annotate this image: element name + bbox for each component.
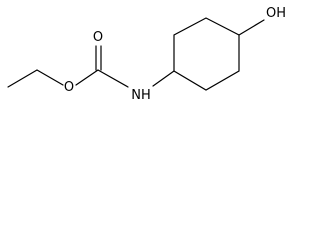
bond-carbonyl-nitrogen xyxy=(97,69,129,88)
bond-ester-oxygen-carbonyl xyxy=(75,69,99,86)
bond-nitrogen-ring xyxy=(152,70,175,87)
bond-ring-hydroxyl xyxy=(238,19,265,36)
ester-oxygen-label: O xyxy=(64,80,74,95)
skeletal-structure: O O NH OH xyxy=(7,6,286,103)
amine-nh-label: NH xyxy=(131,88,151,103)
hydroxyl-label: OH xyxy=(266,6,286,21)
bond-methyl-methylene xyxy=(7,69,38,88)
cyclohexane-ring xyxy=(173,17,240,91)
bond-methylene-ester-oxygen xyxy=(36,69,64,86)
carbonyl-oxygen-label: O xyxy=(93,30,103,45)
